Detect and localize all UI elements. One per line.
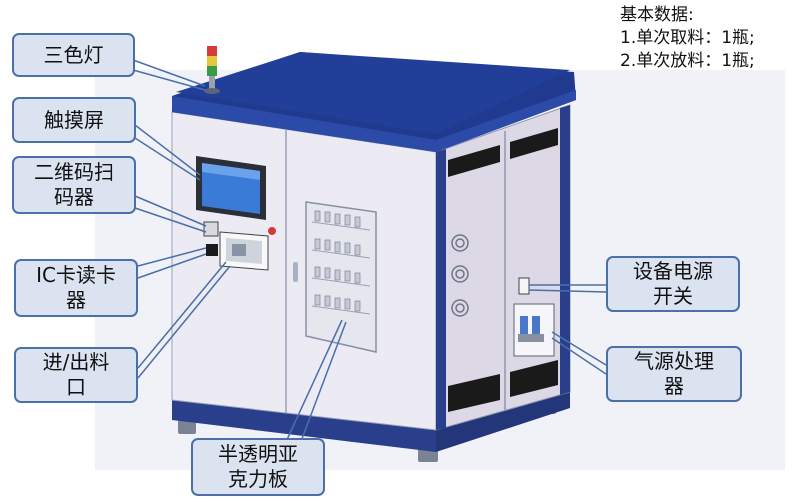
specs-block: 基本数据: 1.单次取料：1瓶; 2.单次放料：1瓶;	[620, 4, 799, 73]
e-stop-button	[268, 227, 276, 235]
touchscreen-icon	[196, 156, 266, 220]
rear-post	[560, 105, 570, 395]
spec-item-pick: 1.单次取料：1瓶;	[620, 28, 755, 48]
tower-light-icon	[204, 46, 220, 94]
callout-barcode-scanner: 二维码扫 码器	[12, 156, 136, 214]
front-base-frame	[172, 400, 436, 452]
callout-air-source: 气源处理 器	[606, 346, 742, 402]
callout-acrylic-panel: 半透明亚 克力板	[191, 438, 325, 496]
leader-lines	[132, 59, 607, 445]
specs-title: 基本数据:	[620, 5, 694, 25]
callout-touchscreen: 触摸屏	[12, 97, 136, 143]
ic-reader-icon	[206, 244, 218, 256]
callout-ic-reader: IC卡读卡 器	[14, 259, 138, 317]
power-switch-icon	[518, 277, 530, 295]
callout-tri-light: 三色灯	[12, 33, 135, 77]
side-base-frame	[436, 392, 570, 452]
side-vents	[448, 128, 558, 412]
port-icon	[219, 231, 269, 271]
top-surface	[176, 52, 570, 134]
callout-power-switch: 设备电源 开关	[606, 256, 740, 312]
spec-item-place: 2.单次放料：1瓶;	[620, 51, 755, 71]
fan-grilles	[451, 234, 469, 317]
air-filter-icon	[513, 303, 555, 357]
top-edge	[172, 90, 576, 152]
corner-post	[436, 149, 446, 430]
acrylic-panel-icon	[305, 201, 377, 353]
scanner-icon	[203, 221, 219, 237]
door-handle	[293, 262, 298, 282]
callout-in-out-port: 进/出料 口	[14, 347, 138, 403]
